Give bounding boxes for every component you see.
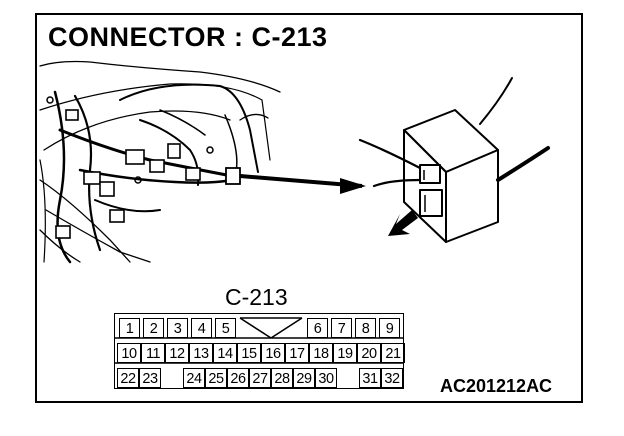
- pin-8: 8: [355, 318, 376, 338]
- pin-19: 19: [333, 343, 357, 363]
- pin-15: 15: [237, 343, 261, 363]
- pin-30: 30: [315, 368, 337, 388]
- dashboard-harness-drawing: [39, 60, 281, 264]
- drawing-code: AC201212AC: [440, 376, 553, 396]
- pin-29: 29: [293, 368, 315, 388]
- pin-gap: [337, 368, 359, 388]
- pin-gap: [240, 318, 302, 338]
- pin-16: 16: [261, 343, 285, 363]
- pin-1: 1: [119, 318, 140, 338]
- pin-23: 23: [139, 368, 161, 388]
- pin-32: 32: [381, 368, 403, 388]
- pin-28: 28: [271, 368, 293, 388]
- pin-9: 9: [379, 318, 400, 338]
- pin-25: 25: [205, 368, 227, 388]
- pin-20: 20: [357, 343, 381, 363]
- connector-closeup-drawing: [403, 109, 499, 243]
- pin-21: 21: [381, 343, 405, 363]
- pin-22: 22: [117, 368, 139, 388]
- pin-26: 26: [227, 368, 249, 388]
- pointer-arrow: [239, 174, 366, 194]
- pin-11: 11: [141, 343, 165, 363]
- pin-6: 6: [307, 318, 328, 338]
- connector-label: C-213: [225, 284, 288, 310]
- pin-10: 10: [117, 343, 141, 363]
- pin-24: 24: [183, 368, 205, 388]
- pin-17: 17: [285, 343, 309, 363]
- pin-4: 4: [191, 318, 212, 338]
- pin-2: 2: [143, 318, 164, 338]
- connector-wires: [358, 77, 550, 188]
- pin-14: 14: [213, 343, 237, 363]
- insertion-arrow: [388, 210, 418, 236]
- pin-3: 3: [167, 318, 188, 338]
- diagram-frame: [35, 13, 583, 403]
- diagram-title: CONNECTOR : C-213: [48, 22, 328, 52]
- pin-5: 5: [215, 318, 236, 338]
- pin-gap: [161, 368, 183, 388]
- connector-outline: [114, 313, 404, 389]
- pin-12: 12: [165, 343, 189, 363]
- pin-31: 31: [359, 368, 381, 388]
- pin-7: 7: [331, 318, 352, 338]
- pin-18: 18: [309, 343, 333, 363]
- pin-13: 13: [189, 343, 213, 363]
- pin-27: 27: [249, 368, 271, 388]
